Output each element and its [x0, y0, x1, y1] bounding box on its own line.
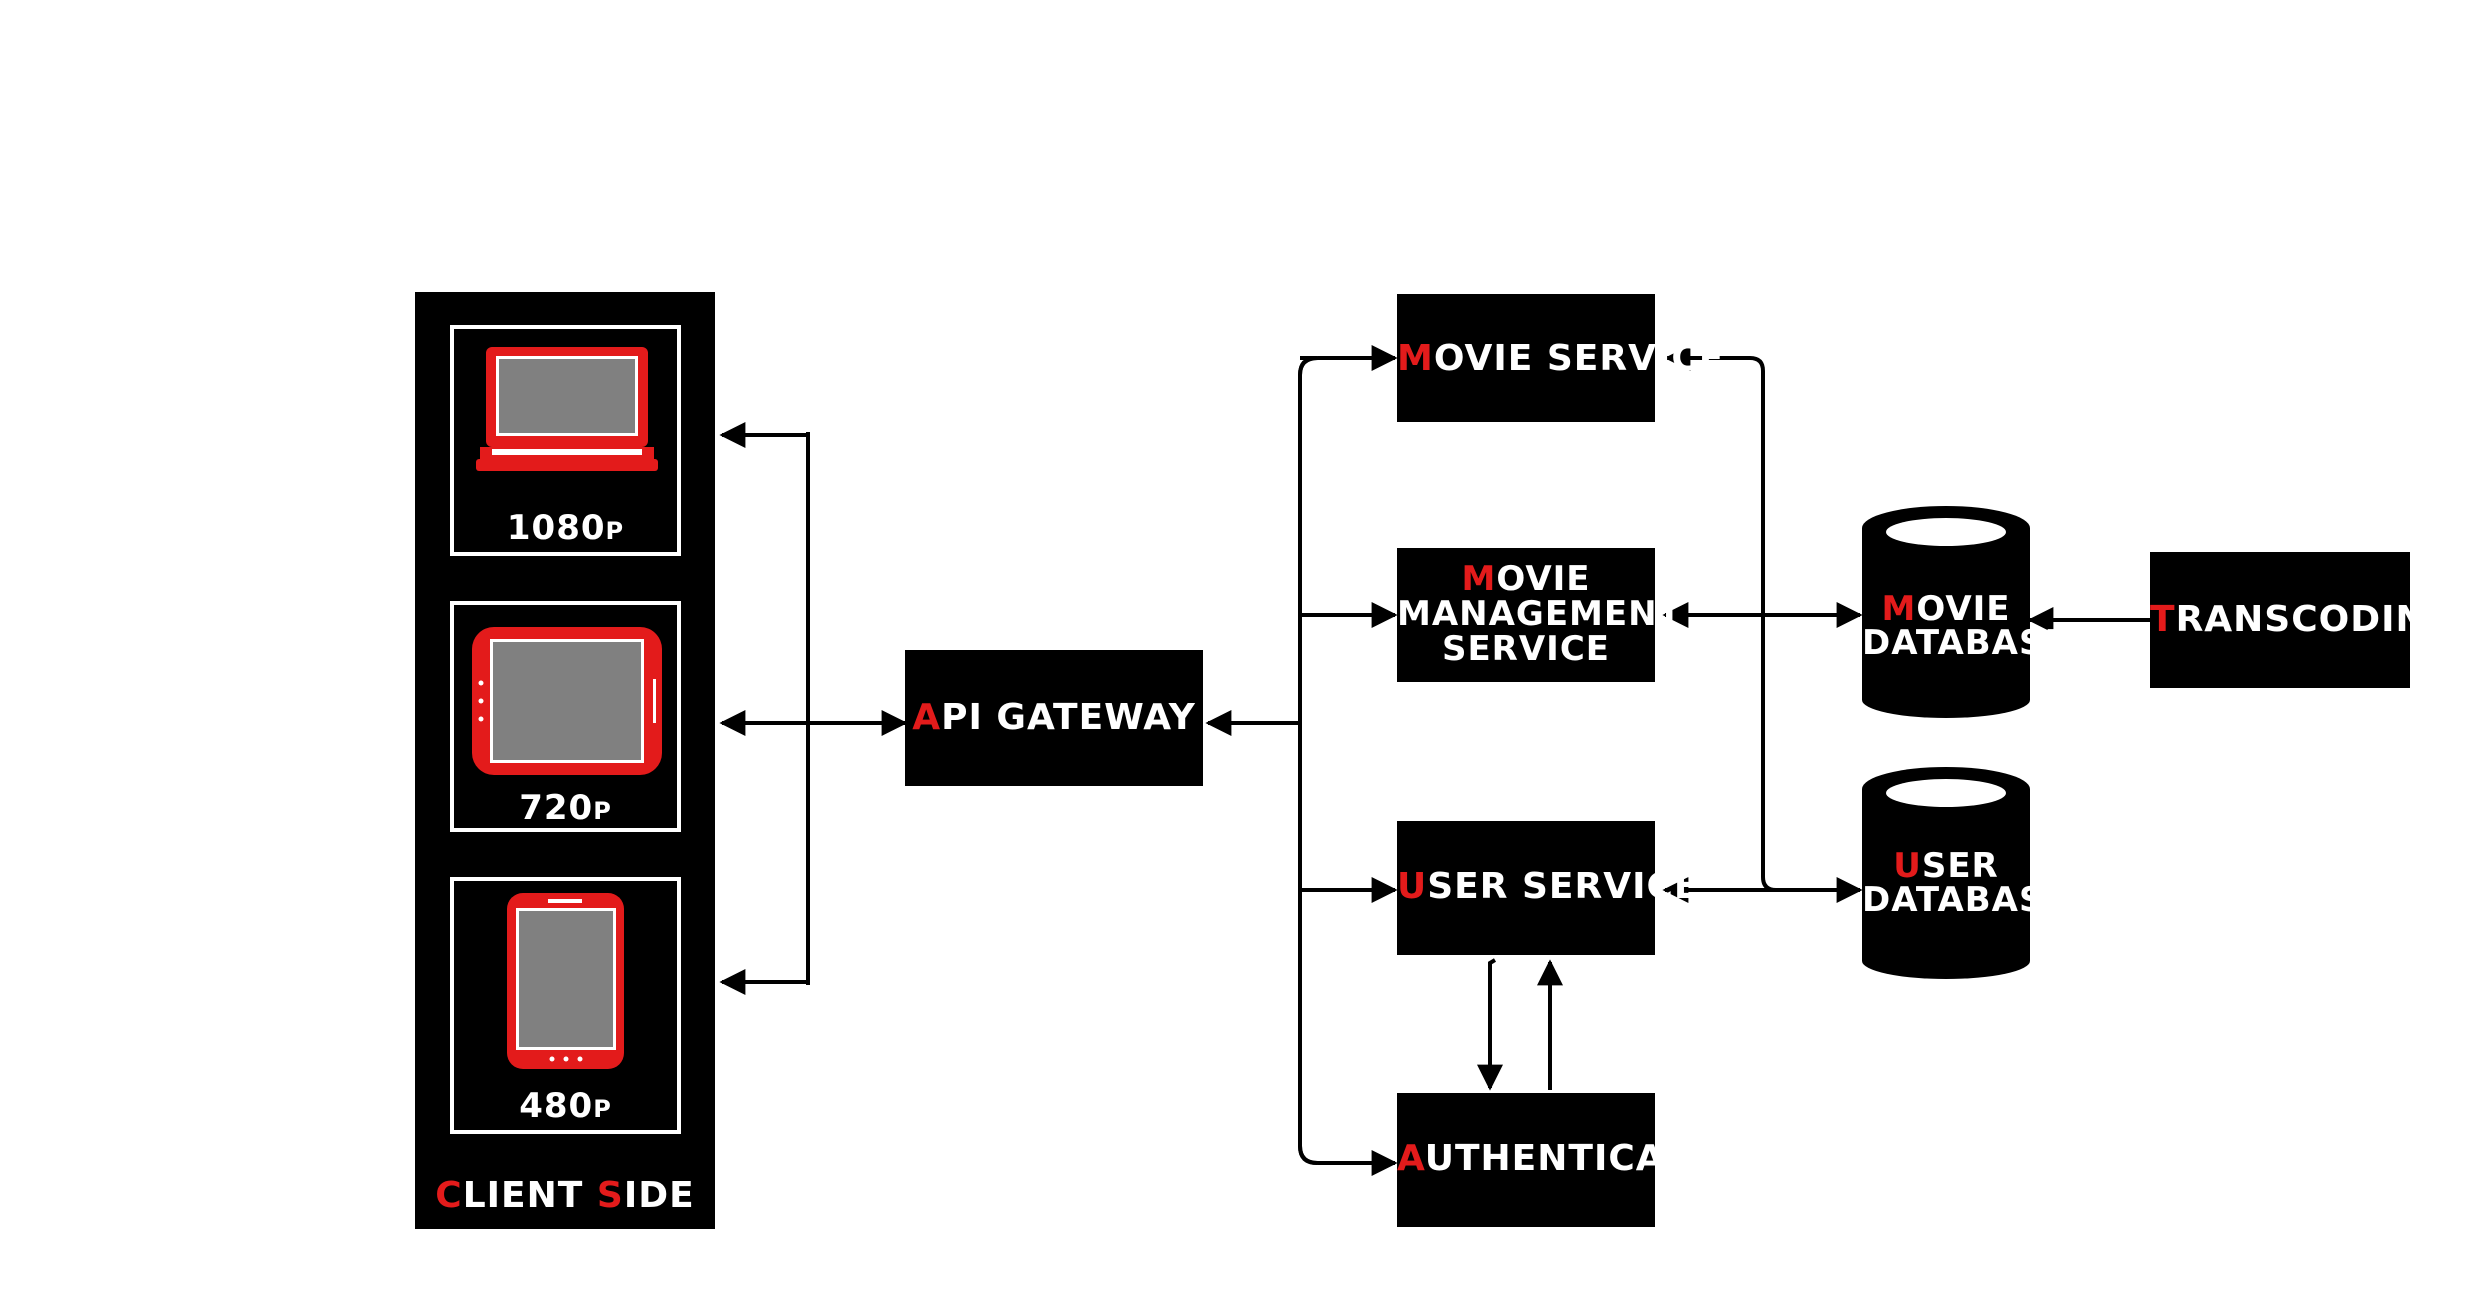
tablet-portrait-icon — [507, 893, 624, 1069]
resolution-label-1080p: 1080P — [506, 508, 625, 548]
api-gateway-label: API GATEWAY — [912, 697, 1196, 738]
user-database-cylinder — [1862, 767, 2030, 979]
movie-management-service-label: MOVIE MANAGEMENT SERVICE — [1397, 559, 1682, 669]
link-moviesvc-userdb — [1664, 345, 1777, 892]
resolution-label-480p: 480P — [519, 1086, 612, 1126]
resolution-label-720p: 720P — [519, 788, 612, 828]
user-database-label: USER DATABASE — [1862, 846, 2069, 920]
device-card-1080p: 1080P — [450, 325, 681, 556]
laptop-icon — [476, 347, 658, 471]
user-service-label: USER SERVICE — [1397, 866, 1700, 907]
api-gateway-box: API GATEWAY — [905, 650, 1203, 786]
arrow-user-to-auth — [1477, 958, 1503, 1091]
movie-service-box: MOVIE SERVICE — [1397, 294, 1725, 422]
arrow-to-movie-service — [1298, 345, 1398, 376]
movie-management-service-box: MOVIE MANAGEMENT SERVICE — [1397, 548, 1682, 682]
arrow-to-auth — [1298, 1145, 1398, 1176]
movie-service-label: MOVIE SERVICE — [1397, 338, 1725, 379]
services-bus — [1298, 356, 1318, 1165]
movie-database-label: MOVIE DATABASE — [1862, 589, 2069, 663]
authentication-label: AUTHENTICATION — [1397, 1138, 1765, 1179]
movie-database-cylinder — [1862, 506, 2030, 718]
authentication-box: AUTHENTICATION — [1397, 1093, 1765, 1227]
transcoding-box: TRANSCODING — [2150, 552, 2458, 688]
tablet-landscape-icon — [472, 627, 662, 775]
client-side-title: CLIENT SIDE — [435, 1175, 695, 1216]
device-card-720p: 720P — [450, 601, 681, 832]
device-card-480p: 480P — [450, 877, 681, 1134]
user-service-box: USER SERVICE — [1397, 821, 1700, 955]
transcoding-label: TRANSCODING — [2150, 599, 2458, 640]
